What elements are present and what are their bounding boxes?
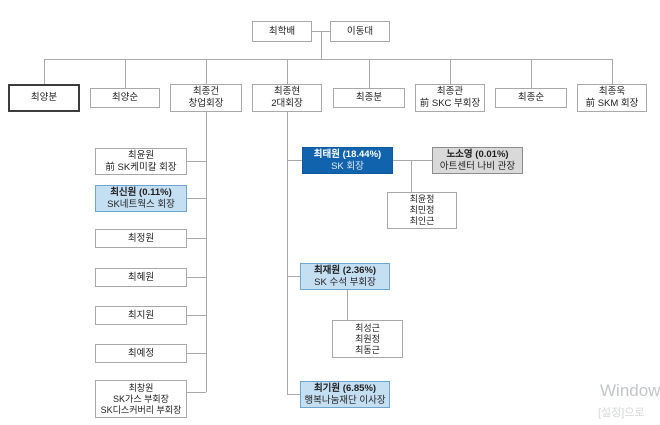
connector-line	[44, 59, 612, 60]
node-label: 최윤정	[409, 194, 435, 204]
node-label: 최학배	[268, 25, 296, 37]
node-choi-jong-hyun: 최종현 2대회장	[252, 84, 322, 112]
connector-line	[206, 112, 207, 392]
node-title: 2대회장	[271, 98, 303, 109]
node-label: 최창원	[128, 382, 154, 393]
node-title: 前 SKM 회장	[585, 98, 639, 109]
node-label: 최양분	[30, 92, 58, 103]
node-choi-yun-won: 최윤원 前 SK케미칼 회장	[95, 148, 187, 175]
node-title: SK 수석 부회장	[314, 276, 376, 288]
node-title: 前 SKC 부회장	[419, 98, 481, 109]
connector-line	[187, 392, 206, 393]
node-label: 최지원	[127, 309, 155, 321]
node-choi-yang-soon: 최양순	[90, 88, 160, 108]
connector-line	[287, 276, 300, 277]
node-label: 최민정	[409, 205, 435, 215]
node-label: 이동대	[346, 25, 374, 37]
node-title: 前 SK케미칼 회장	[105, 161, 177, 173]
connector-line	[531, 59, 532, 88]
connector-line	[187, 198, 206, 199]
windows-watermark-line1: Window	[600, 381, 660, 400]
connector-line	[187, 277, 206, 278]
node-choi-hak-bae: 최학배	[252, 21, 312, 42]
node-label: 노소영 (0.01%)	[446, 148, 509, 160]
connector-line	[612, 59, 613, 84]
node-label: 최태원 (18.44%)	[313, 148, 382, 160]
node-jaewon-children: 최성근 최원정 최동근	[332, 320, 403, 358]
node-label: 최종관	[436, 86, 464, 97]
node-choi-yang-bun: 최양분	[8, 84, 80, 112]
node-roh-so-young: 노소영 (0.01%) 아트센터 나비 관장	[432, 147, 523, 174]
node-label: 최종건	[192, 86, 220, 97]
connector-line	[287, 112, 288, 394]
connector-line	[347, 290, 348, 320]
node-choi-jong-bun: 최종분	[333, 88, 405, 108]
connector-line	[187, 238, 206, 239]
node-label: 최동근	[355, 344, 380, 355]
connector-line	[450, 59, 451, 84]
node-choi-ji-won: 최지원	[95, 306, 187, 325]
node-choi-jong-uk: 최종욱 前 SKM 회장	[577, 84, 647, 112]
connector-line	[125, 59, 126, 88]
node-title: SK디스커버리 부회장	[100, 404, 182, 415]
node-choi-jong-soon: 최종순	[495, 88, 567, 108]
node-label: 최종순	[517, 92, 545, 103]
connector-line	[393, 160, 432, 161]
node-choi-jong-gwan: 최종관 前 SKC 부회장	[415, 84, 485, 112]
node-label: 최원정	[355, 333, 380, 344]
connector-line	[287, 160, 302, 161]
node-choi-ki-won: 최기원 (6.85%) 행복나눔재단 이사장	[300, 381, 390, 408]
node-title: 아트센터 나비 관장	[439, 160, 516, 172]
node-title: SK가스 부회장	[113, 393, 169, 404]
node-lee-dong-dae: 이동대	[330, 21, 390, 42]
windows-watermark-line2: [설정]으로	[598, 407, 645, 419]
node-choi-tae-won: 최태원 (18.44%) SK 회장	[302, 147, 393, 174]
connector-line	[206, 59, 207, 84]
node-choi-jung-won: 최정원	[95, 229, 187, 248]
node-taewon-children: 최윤정 최민정 최인근	[387, 192, 457, 229]
connector-line	[287, 59, 288, 84]
connector-line	[187, 161, 206, 162]
connector-line	[187, 353, 206, 354]
node-label: 최정원	[127, 232, 155, 244]
connector-line	[287, 394, 300, 395]
node-label: 최종분	[355, 92, 383, 103]
connector-line	[187, 315, 206, 316]
node-label: 최신원 (0.11%)	[110, 186, 172, 198]
connector-line	[321, 31, 322, 59]
node-label: 최성근	[355, 322, 380, 333]
node-choi-chang-won: 최창원 SK가스 부회장 SK디스커버리 부회장	[95, 380, 187, 418]
node-choi-ye-jung: 최예정	[95, 344, 187, 363]
node-label: 최예정	[127, 347, 155, 359]
node-choi-jae-won: 최재원 (2.36%) SK 수석 부회장	[300, 263, 390, 290]
node-label: 최재원 (2.36%)	[313, 264, 377, 276]
node-choi-jong-gun: 최종건 창업회장	[170, 84, 242, 112]
node-label: 최인근	[409, 216, 435, 226]
node-label: 최기원 (6.85%)	[313, 382, 377, 394]
connector-line	[44, 59, 45, 84]
node-label: 최종현	[273, 86, 301, 97]
connector-line	[369, 59, 370, 88]
node-title: 창업회장	[188, 98, 224, 109]
node-title: 행복나눔재단 이사장	[304, 394, 386, 406]
node-label: 최혜원	[127, 271, 155, 283]
connector-line	[411, 160, 412, 192]
node-label: 최양순	[111, 92, 139, 103]
node-choi-hye-won: 최혜원	[95, 268, 187, 287]
node-title: SK네트웍스 회장	[107, 198, 175, 210]
node-label: 최윤원	[127, 149, 155, 161]
node-title: SK 회장	[331, 160, 364, 172]
node-choi-shin-won: 최신원 (0.11%) SK네트웍스 회장	[95, 185, 187, 212]
node-label: 최종욱	[598, 86, 626, 97]
